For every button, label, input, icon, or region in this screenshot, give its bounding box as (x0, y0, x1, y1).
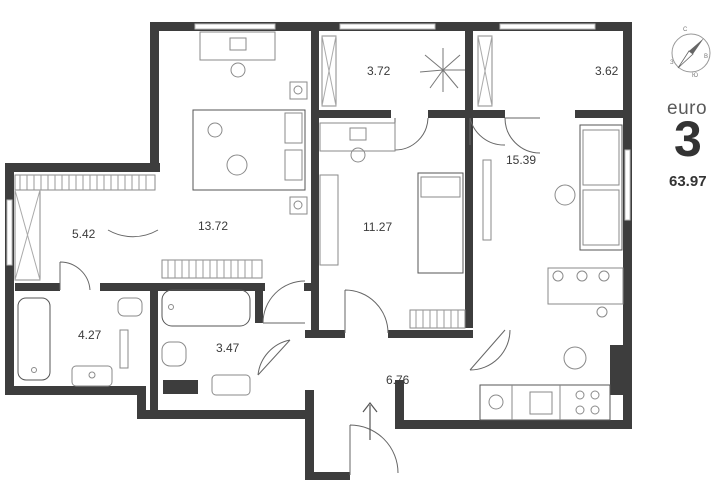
area-label-bedroom-large: 13.72 (198, 219, 228, 233)
apartment-info-panel: С В З Ю euro 3 63.97 (640, 20, 720, 220)
svg-text:С: С (683, 27, 688, 33)
apartment-type: euro (667, 98, 708, 119)
svg-text:В: В (704, 54, 708, 60)
area-label-bedroom-small: 11.27 (363, 220, 392, 234)
area-label-closet: 5.42 (72, 227, 96, 241)
svg-text:Ю: Ю (692, 73, 698, 79)
area-label-toilet: 3.47 (216, 341, 240, 355)
entrance-arrow-icon (362, 402, 378, 440)
svg-text:З: З (670, 60, 674, 66)
area-labels: 13.72 5.42 4.27 3.47 3.72 11.27 3.62 15.… (72, 64, 619, 387)
area-label-balcony-right: 3.62 (595, 64, 619, 78)
area-label-living-kitchen: 15.39 (506, 153, 536, 167)
area-label-balcony-left: 3.72 (367, 64, 391, 78)
doors (59, 117, 541, 475)
windows (6, 23, 631, 266)
area-label-hallway: 6.76 (386, 373, 410, 387)
area-label-bathroom: 4.27 (78, 328, 102, 342)
furniture (14, 31, 624, 421)
walls (5, 22, 632, 480)
room-count: 3 (674, 111, 702, 167)
compass-icon: С В З Ю (670, 27, 711, 79)
total-area: 63.97 (669, 173, 707, 190)
